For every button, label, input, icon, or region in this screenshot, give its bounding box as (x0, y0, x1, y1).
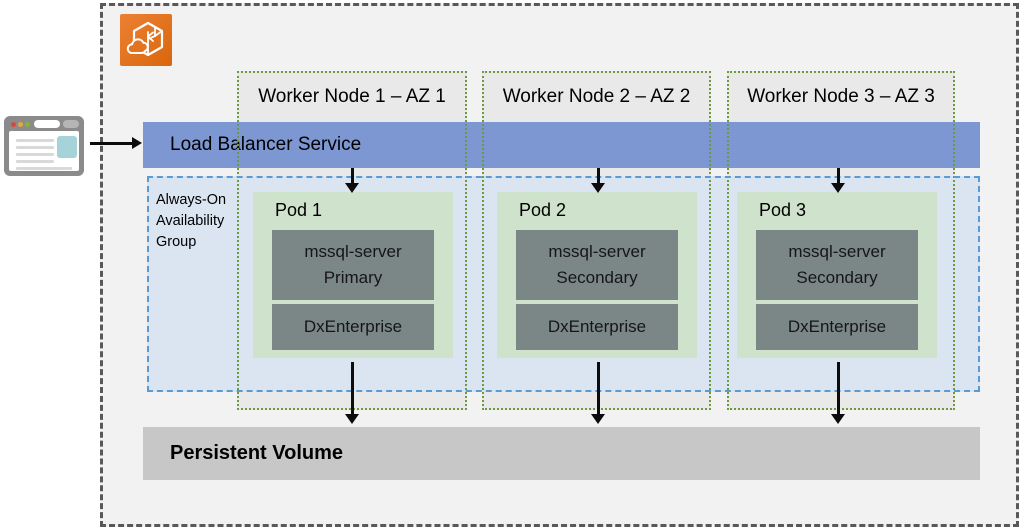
browser-client-icon (4, 116, 84, 176)
lb-to-pod2-arrowhead-icon (591, 183, 605, 193)
mssql-role: Secondary (796, 268, 878, 287)
pod-1-box: Pod 1 mssql-server Primary DxEnterprise (253, 192, 453, 358)
client-to-lb-arrowhead-icon (132, 137, 142, 149)
persistent-volume-bar: Persistent Volume (143, 427, 980, 480)
lb-to-pod3-arrowhead-icon (831, 183, 845, 193)
pod-1-label: Pod 1 (275, 200, 323, 220)
mssql-role: Primary (323, 268, 383, 287)
pod2-to-pv-arrowhead-icon (591, 414, 605, 424)
pod3-to-pv-arrowhead-icon (831, 414, 845, 424)
text-line (16, 139, 54, 142)
worker-node-2-label: Worker Node 2 – AZ 2 (502, 86, 691, 107)
mssql-role: Secondary (556, 268, 638, 287)
text-line (16, 160, 54, 163)
lb-to-pod1-arrow-shaft (351, 168, 354, 184)
text-line (16, 146, 54, 149)
persistent-volume-label: Persistent Volume (170, 442, 344, 464)
browser-tab (63, 120, 79, 128)
load-balancer-label: Load Balancer Service (170, 134, 362, 155)
dxenterprise-label: DxEnterprise (303, 316, 403, 336)
pod-3-box: Pod 3 mssql-server Secondary DxEnterpris… (737, 192, 937, 358)
pod1-to-pv-arrowhead-icon (345, 414, 359, 424)
worker-node-1-label: Worker Node 1 – AZ 1 (258, 86, 446, 107)
client-to-lb-arrow-shaft (90, 142, 132, 145)
browser-page-body (9, 131, 79, 171)
dxenterprise-label: DxEnterprise (787, 316, 887, 336)
load-balancer-bar: Load Balancer Service (143, 122, 980, 168)
eks-icon (120, 14, 172, 66)
browser-red-dot-icon (11, 122, 16, 127)
availability-group-label: Always-On Availability Group (156, 192, 227, 251)
pod-2-label: Pod 2 (519, 200, 567, 220)
mssql-name: mssql-server (548, 241, 646, 261)
text-line (16, 153, 54, 156)
pod1-to-pv-arrow-shaft (351, 362, 354, 415)
lb-to-pod3-arrow-shaft (837, 168, 840, 184)
lb-to-pod1-arrowhead-icon (345, 183, 359, 193)
pod-2-dxenterprise-container: DxEnterprise (516, 304, 678, 350)
dxenterprise-label: DxEnterprise (547, 316, 647, 336)
pod-3-label: Pod 3 (759, 200, 807, 220)
mssql-name: mssql-server (304, 241, 402, 261)
pod-2-box: Pod 2 mssql-server Secondary DxEnterpris… (497, 192, 697, 358)
pod-3-dxenterprise-container: DxEnterprise (756, 304, 918, 350)
lb-to-pod2-arrow-shaft (597, 168, 600, 184)
pod-1-dxenterprise-container: DxEnterprise (272, 304, 434, 350)
browser-address-bar (34, 120, 60, 128)
pod-2-mssql-container: mssql-server Secondary (516, 230, 678, 300)
text-line (16, 167, 72, 170)
pod-3-mssql-container: mssql-server Secondary (756, 230, 918, 300)
mssql-name: mssql-server (788, 241, 886, 261)
page-image-placeholder (57, 136, 77, 158)
browser-yellow-dot-icon (18, 122, 23, 127)
worker-node-3-label: Worker Node 3 – AZ 3 (747, 86, 935, 107)
pod-1-mssql-container: mssql-server Primary (272, 230, 434, 300)
pod2-to-pv-arrow-shaft (597, 362, 600, 415)
pod3-to-pv-arrow-shaft (837, 362, 840, 415)
browser-green-dot-icon (25, 122, 30, 127)
